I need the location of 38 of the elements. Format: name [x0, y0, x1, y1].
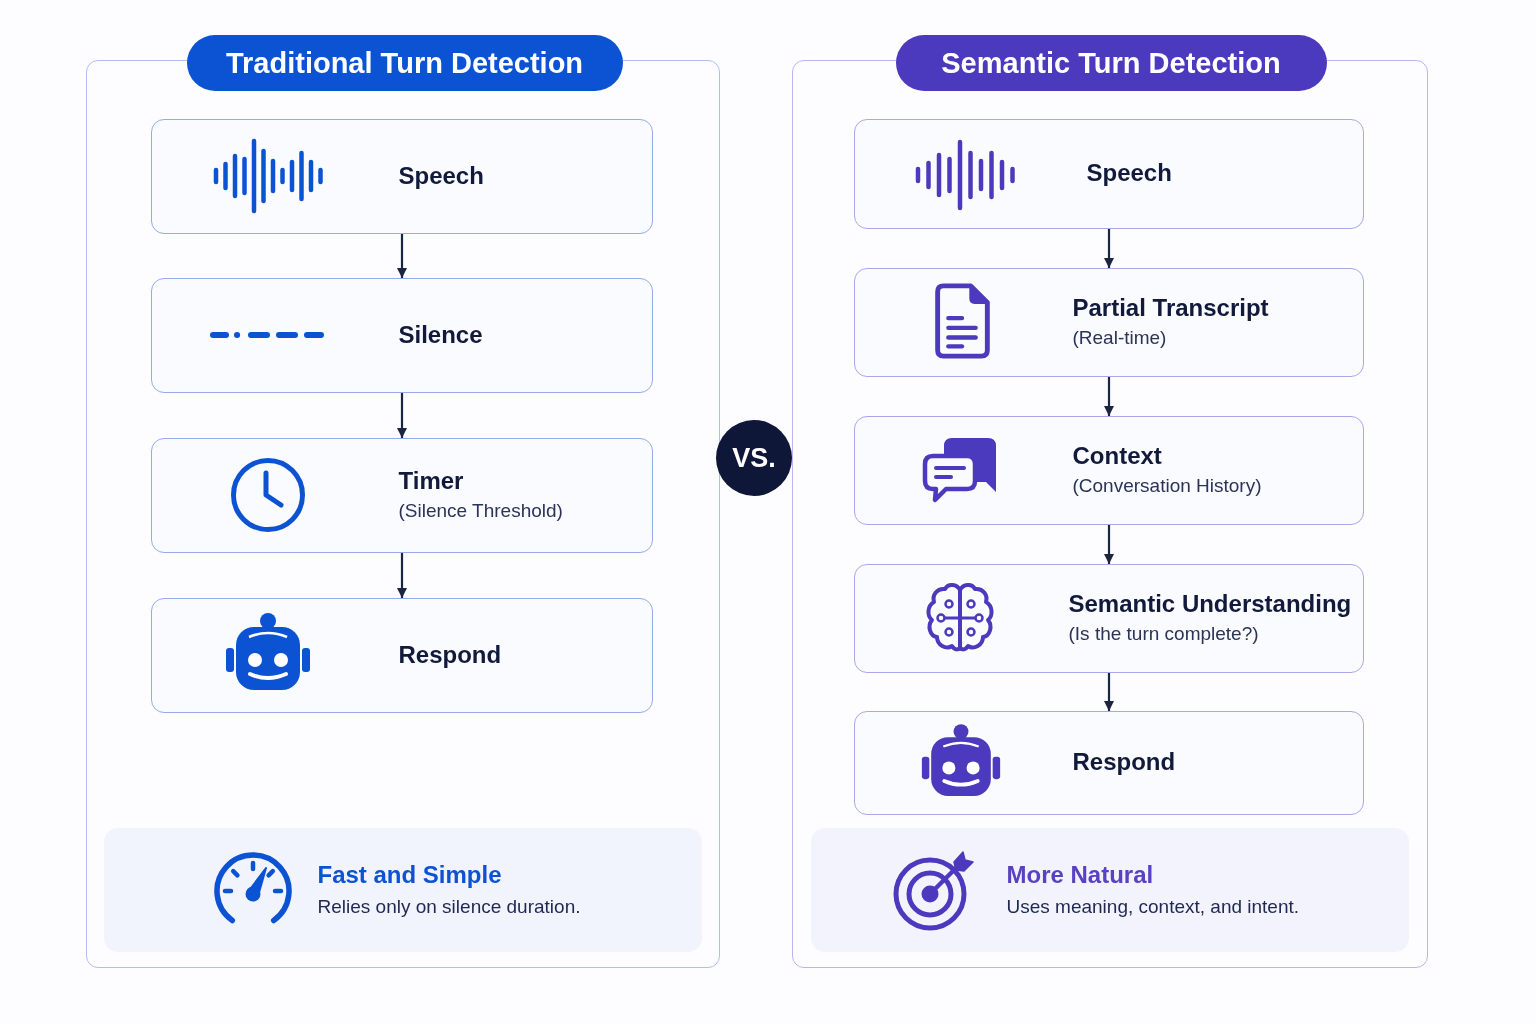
step-card [853, 415, 1364, 525]
arrow [1104, 525, 1114, 564]
summary-title: Fast and Simple [317, 860, 502, 890]
step-card [853, 267, 1364, 377]
summary-card [810, 827, 1409, 952]
step-card [150, 277, 653, 393]
arrow [397, 234, 407, 278]
step-title: Respond [1072, 748, 1176, 777]
step-title: Context [1072, 442, 1162, 471]
summary-text: Relies only on silence duration. [317, 895, 581, 919]
step-card [150, 118, 653, 234]
step-title: Semantic Understanding [1068, 590, 1352, 619]
arrow [397, 553, 407, 598]
step-card [853, 118, 1364, 229]
step-title: Silence [398, 320, 483, 350]
step-subtitle: (Is the turn complete?) [1068, 623, 1259, 646]
vs-label: VS. [732, 444, 776, 472]
step-title: Respond [398, 640, 502, 670]
step-title: Timer [398, 467, 464, 496]
step-title: Partial Transcript [1072, 294, 1269, 323]
step-title: Speech [398, 161, 484, 191]
step-card [853, 710, 1364, 815]
step-subtitle: (Silence Threshold) [398, 500, 563, 523]
arrow [1104, 673, 1114, 711]
step-subtitle: (Conversation History) [1072, 475, 1262, 498]
step-card [150, 437, 653, 553]
step-card [150, 597, 653, 713]
summary-text: Uses meaning, context, and intent. [1006, 895, 1300, 919]
step-title: Speech [1086, 159, 1172, 188]
arrow [1104, 377, 1114, 416]
panel-heading: Semantic Turn Detection [895, 34, 1327, 91]
panel-heading: Traditional Turn Detection [186, 34, 623, 91]
summary-card [103, 827, 702, 952]
step-card [853, 563, 1364, 673]
arrow [397, 393, 407, 438]
step-subtitle: (Real-time) [1072, 327, 1167, 350]
summary-title: More Natural [1006, 860, 1154, 890]
arrow [1104, 229, 1114, 268]
